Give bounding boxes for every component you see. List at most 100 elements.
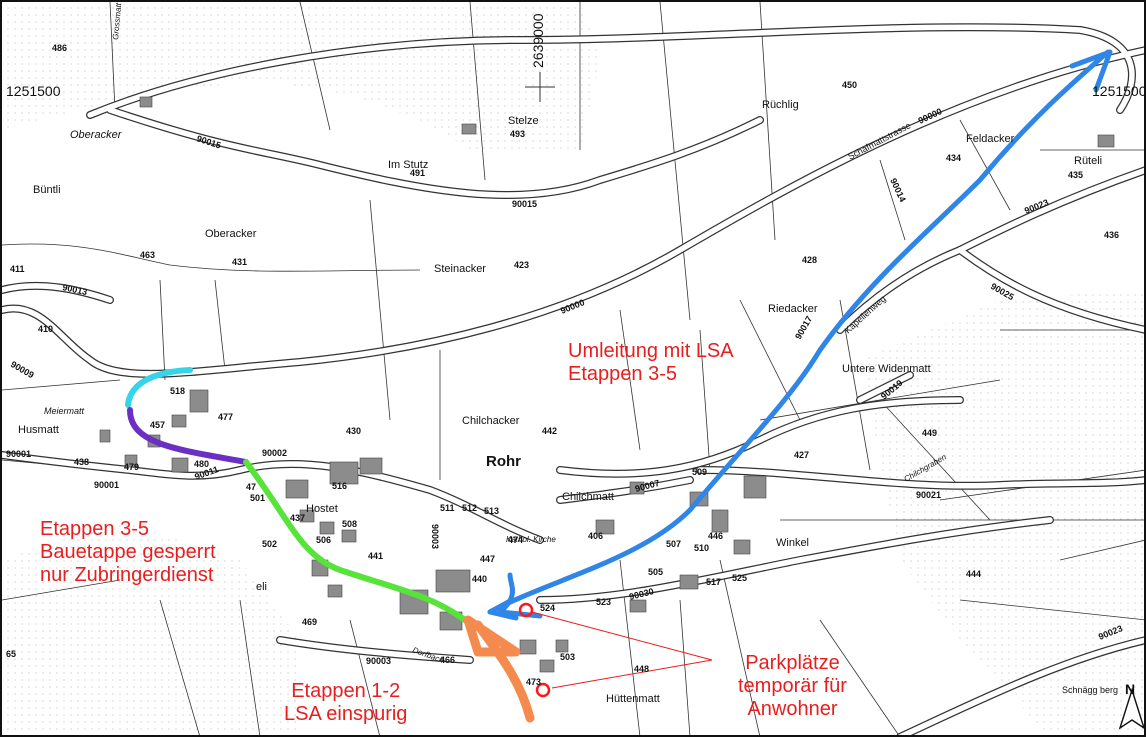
parcel-number: 524	[540, 603, 555, 613]
closed-line-1: Etappen 3-5	[40, 518, 149, 540]
segment-orange	[463, 615, 535, 723]
parking-line-3: Anwohner	[747, 698, 838, 720]
parking-marker-north	[518, 602, 534, 618]
parcel-number: 65	[6, 649, 16, 659]
parcel-number: 479	[124, 462, 139, 472]
route-segments	[125, 49, 1113, 723]
label-oberacker-italic: Oberacker	[70, 129, 123, 141]
label-stelze: Stelze	[508, 115, 539, 127]
parcel-number: 463	[140, 250, 155, 260]
stages12-line-2: LSA einspurig	[284, 703, 408, 725]
parcel-number: 517	[706, 577, 721, 587]
road-number: 90001	[6, 449, 31, 459]
label-oberacker-field: Oberacker	[205, 228, 257, 240]
label-chilchacker: Chilchacker	[462, 415, 520, 427]
grid-coordinates: 1251500 1251500 2639000	[6, 13, 1146, 99]
grid-y-left: 1251500	[6, 83, 61, 99]
label-buentli: Büntli	[33, 184, 61, 196]
parcel-number: 434	[946, 153, 961, 163]
detour-arrow-head-north	[1069, 49, 1113, 93]
label-rueteli: Rüteli	[1074, 155, 1102, 167]
label-eli: eli	[256, 581, 267, 593]
label-ruechlig: Rüchlig	[762, 99, 799, 111]
label-untere-widenmatt: Untere Widenmatt	[842, 363, 931, 375]
road-number: 90003	[430, 524, 440, 549]
parcel-number: 457	[150, 420, 165, 430]
parcel-numbers: 486 450 493 491 434 435 436 431 423 428 …	[6, 43, 1119, 687]
parcel-number: 435	[1068, 170, 1083, 180]
grid-x-top: 2639000	[530, 13, 546, 68]
label-chilchmatt: Chilchmatt	[562, 491, 614, 503]
parcel-number: 447	[480, 554, 495, 564]
north-arrow: N	[1118, 681, 1146, 730]
parcel-number: 466	[440, 655, 455, 665]
parcel-number: 525	[732, 573, 747, 583]
label-huettenmatt: Hüttenmatt	[606, 693, 660, 705]
parcel-number: 511	[440, 503, 455, 513]
parcel-number: 441	[368, 551, 383, 561]
road-number: 90021	[916, 490, 941, 500]
parcel-number: 446	[708, 531, 723, 541]
closed-line-3: nur Zubringerdienst	[40, 564, 214, 586]
roads	[0, 23, 1146, 737]
road-number: 90015	[512, 199, 537, 209]
parcel-number: 518	[170, 386, 185, 396]
parcel-number: 477	[218, 412, 233, 422]
parcel-number: 430	[346, 426, 361, 436]
parcel-number: 427	[794, 450, 809, 460]
parking-annotation: Parkplätze temporär für Anwohner	[738, 652, 847, 721]
label-feldacker: Feldacker	[966, 133, 1015, 145]
label-riedacker: Riedacker	[768, 303, 818, 315]
label-meiermatt: Meiermatt	[44, 406, 85, 416]
parcel-number: 503	[560, 652, 575, 662]
parcel-number: 440	[472, 574, 487, 584]
detour-route	[487, 49, 1111, 615]
road-number: 90003	[366, 656, 391, 666]
parcel-number: 438	[74, 457, 89, 467]
parcel-number: 491	[410, 168, 425, 178]
parcel-number: 406	[588, 531, 603, 541]
parcel-number: 513	[484, 506, 499, 516]
label-winkel: Winkel	[776, 537, 809, 549]
grid-crosshair	[525, 72, 555, 102]
north-arrow-icon	[1118, 687, 1146, 730]
stages12-line-1: Etappen 1-2	[291, 680, 401, 702]
parcel-number: 469	[302, 617, 317, 627]
label-rohr: Rohr	[486, 453, 521, 470]
parcel-number: 510	[694, 543, 709, 553]
parcel-number: 516	[332, 481, 347, 491]
label-schnaegg: Schnägg	[1062, 685, 1098, 695]
parking-marker-south	[535, 682, 551, 698]
parcel-number: 444	[966, 569, 981, 579]
parcel-number: 410	[38, 324, 53, 334]
parcel-number: 505	[648, 567, 663, 577]
parcel-number: 47	[246, 482, 256, 492]
label-husmatt: Husmatt	[18, 424, 59, 436]
parcel-number: 480	[194, 459, 209, 469]
parcel-number: 506	[316, 535, 331, 545]
label-steinacker: Steinacker	[434, 263, 486, 275]
parcel-number: 508	[342, 519, 357, 529]
detour-line-1: Umleitung mit LSA	[568, 340, 734, 362]
parcel-number: 423	[514, 260, 529, 270]
parcel-number: 436	[1104, 230, 1119, 240]
parcel-number: 493	[510, 129, 525, 139]
segment-cyan	[125, 367, 193, 408]
parcel-number: 450	[842, 80, 857, 90]
parking-line-2: temporär für	[738, 675, 847, 697]
closed-line-2: Bauetappe gesperrt	[40, 541, 216, 563]
parcel-number: 502	[262, 539, 277, 549]
label-uberg: berg	[1100, 685, 1118, 695]
north-letter: N	[1125, 681, 1135, 697]
closed-section-annotation: Etappen 3-5 Bauetappe gesperrt nur Zubri…	[40, 518, 216, 587]
parcel-number: 486	[52, 43, 67, 53]
label-grossmatt: Grossmatt	[111, 2, 123, 40]
parcel-number: 512	[462, 503, 477, 513]
parcel-number: 474	[508, 535, 523, 545]
detour-line-2: Etappen 3-5	[568, 363, 677, 385]
parcel-number: 411	[10, 264, 25, 274]
parcel-number: 449	[922, 428, 937, 438]
